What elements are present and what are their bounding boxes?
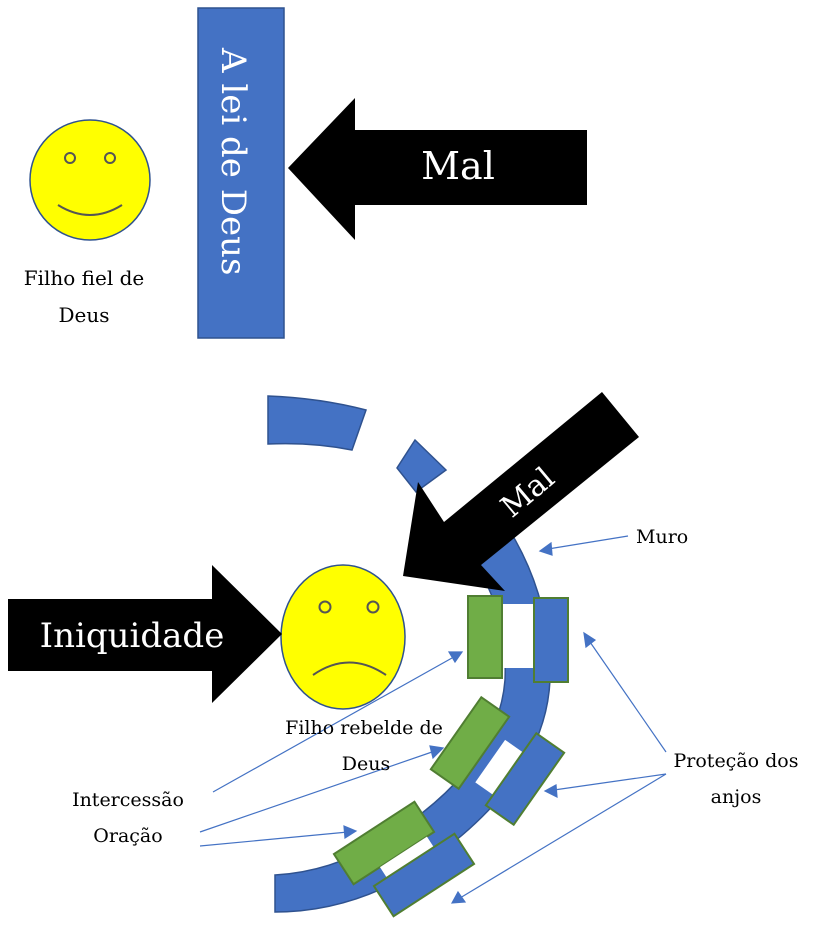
prayer-blocks xyxy=(332,595,511,886)
faithful-child-label-line2: Deus xyxy=(58,303,109,327)
blue-block-2 xyxy=(484,731,566,827)
angels-protection-label-line2: anjos xyxy=(711,786,762,808)
wall-segment-top xyxy=(267,395,367,451)
rebel-child-label-line1: Filho rebelde de xyxy=(285,717,443,739)
law-of-god-bar: A lei de Deus xyxy=(197,7,285,339)
wall-label: Muro xyxy=(636,526,688,548)
iniquity-arrow: Iniquidade xyxy=(8,565,282,703)
angels-protection-label-line1: Proteção dos xyxy=(674,750,799,772)
pointer-lines xyxy=(199,535,667,904)
blue-block-3 xyxy=(372,832,476,918)
evil-arrow-top-text: Mal xyxy=(421,144,495,188)
iniquity-arrow-text: Iniquidade xyxy=(40,616,225,656)
evil-arrow-top: Mal xyxy=(288,98,587,240)
sad-face-icon xyxy=(280,564,406,710)
green-block-1 xyxy=(467,595,503,679)
intercession-label: Intercessão xyxy=(72,789,184,811)
green-block-3 xyxy=(332,800,436,886)
rebel-child-label-line2: Deus xyxy=(342,753,390,775)
green-block-2 xyxy=(429,695,511,791)
wall-segment-small xyxy=(396,438,448,494)
prayer-label: Oração xyxy=(93,825,162,847)
law-of-god-text: A lei de Deus xyxy=(213,47,253,275)
angel-blocks xyxy=(372,597,569,918)
happy-face-icon xyxy=(29,119,151,241)
faithful-child-label-line1: Filho fiel de xyxy=(24,266,145,290)
blue-block-1 xyxy=(533,597,569,683)
